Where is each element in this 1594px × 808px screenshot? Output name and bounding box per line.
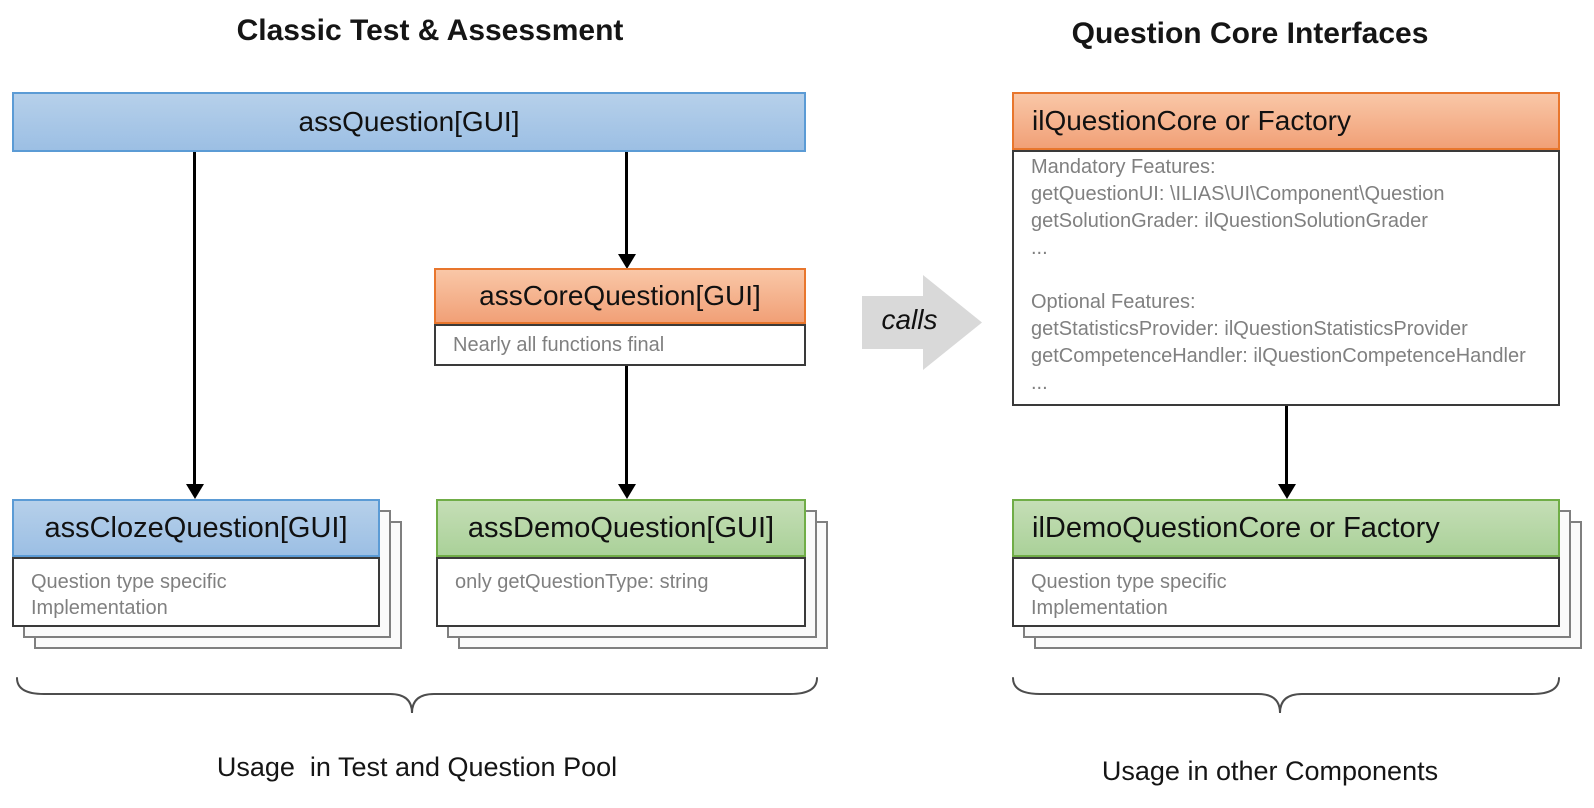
ass-cloze-question-note: Question type specific Implementation	[12, 557, 380, 627]
ass-demo-question-box: assDemoQuestion[GUI]	[436, 499, 806, 557]
calls-arrow-label: calls	[881, 304, 938, 335]
left-usage-label: Usage in Test and Question Pool	[216, 752, 618, 782]
note-line: Implementation	[1031, 597, 1168, 619]
note-line: Question type specific	[1031, 571, 1227, 593]
feature-line: getSolutionGrader: ilQuestionSolutionGra…	[1031, 210, 1428, 232]
right-underbrace-icon	[1012, 677, 1560, 714]
il-question-core-box: ilQuestionCore or Factory	[1012, 92, 1560, 150]
arrow-down-icon	[1278, 484, 1296, 499]
ass-question-label: assQuestion[GUI]	[298, 106, 520, 137]
calls-arrow-icon	[862, 275, 982, 370]
arrow-line-core	[625, 152, 628, 255]
arrow-line-demo	[625, 366, 628, 485]
left-underbrace-icon	[16, 677, 818, 714]
arrow-down-icon	[186, 484, 204, 499]
ass-question-box: assQuestion[GUI]	[12, 92, 806, 152]
feature-line: getQuestionUI: \ILIAS\UI\Component\Quest…	[1031, 183, 1445, 205]
feature-line: ...	[1031, 237, 1048, 259]
ass-demo-question-label: assDemoQuestion[GUI]	[467, 511, 775, 544]
arrow-line-demo-core	[1285, 406, 1288, 485]
right-usage-label: Usage in other Components	[1101, 756, 1439, 786]
arrow-down-icon	[618, 484, 636, 499]
arrow-down-icon	[618, 254, 636, 269]
il-question-core-features: Mandatory Features: getQuestionUI: \ILIA…	[1012, 150, 1560, 406]
ass-core-question-box: assCoreQuestion[GUI]	[434, 268, 806, 324]
ass-core-question-label: assCoreQuestion[GUI]	[479, 280, 761, 311]
ass-demo-question-note: only getQuestionType: string	[436, 557, 806, 627]
note-line: Implementation	[31, 597, 168, 619]
feature-line: Mandatory Features:	[1031, 156, 1216, 178]
il-demo-question-core-label: ilDemoQuestionCore or Factory	[1032, 511, 1440, 544]
feature-line: Optional Features:	[1031, 291, 1196, 313]
feature-line: getStatisticsProvider: ilQuestionStatist…	[1031, 318, 1468, 340]
ass-cloze-question-label: assClozeQuestion[GUI]	[44, 511, 348, 544]
right-section-title: Question Core Interfaces	[1071, 17, 1429, 50]
feature-line: ...	[1031, 372, 1048, 394]
ass-cloze-question-box: assClozeQuestion[GUI]	[12, 499, 380, 557]
ass-core-question-note: Nearly all functions final	[434, 324, 806, 366]
il-question-core-label: ilQuestionCore or Factory	[1032, 105, 1352, 136]
il-demo-question-core-box: ilDemoQuestionCore or Factory	[1012, 499, 1560, 557]
arrow-line-cloze	[193, 152, 196, 485]
left-section-title: Classic Test & Assessment	[236, 14, 624, 47]
feature-line	[1031, 262, 1544, 289]
note-line: Question type specific	[31, 571, 227, 593]
il-demo-question-core-note: Question type specific Implementation	[1012, 557, 1560, 627]
feature-line: getCompetenceHandler: ilQuestionCompeten…	[1031, 345, 1526, 367]
